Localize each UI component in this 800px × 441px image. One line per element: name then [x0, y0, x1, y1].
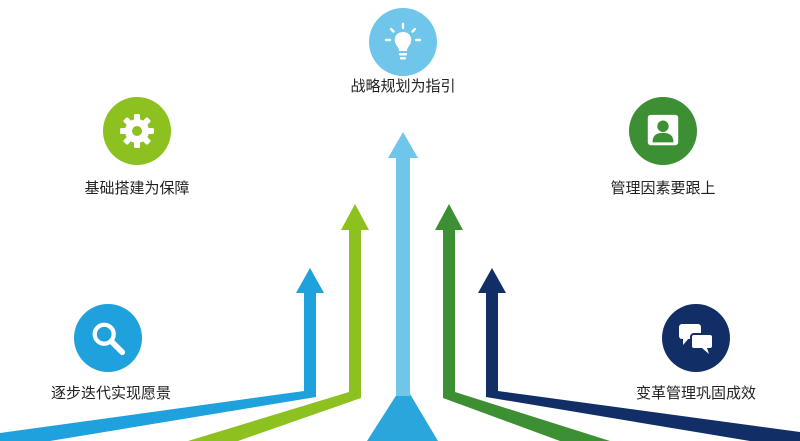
node-left-upper-circle — [103, 97, 171, 165]
arrow-right-upper — [435, 204, 610, 441]
arrow-left-lower — [0, 268, 324, 441]
node-top-circle — [369, 8, 437, 76]
arrow-left-upper — [188, 204, 369, 441]
node-top-label: 战略规划为指引 — [350, 77, 456, 95]
node-left-lower-label: 逐步迭代实现愿景 — [50, 384, 171, 402]
node-left-upper-label: 基础搭建为保障 — [84, 179, 190, 197]
node-left-lower-circle — [74, 304, 142, 372]
node-right-lower-label: 变革管理巩固成效 — [635, 384, 756, 402]
node-right-lower-circle — [662, 304, 730, 372]
lightbulb-icon — [384, 22, 422, 60]
node-right-upper-circle — [629, 97, 697, 165]
arrow-center — [367, 132, 438, 441]
search-icon — [92, 322, 126, 356]
node-right-upper-label: 管理因素要跟上 — [610, 179, 716, 197]
user-icon — [647, 114, 679, 146]
arrow-right-lower — [478, 268, 800, 441]
chat-bubbles-icon — [679, 324, 714, 354]
gear-icon — [120, 114, 154, 148]
